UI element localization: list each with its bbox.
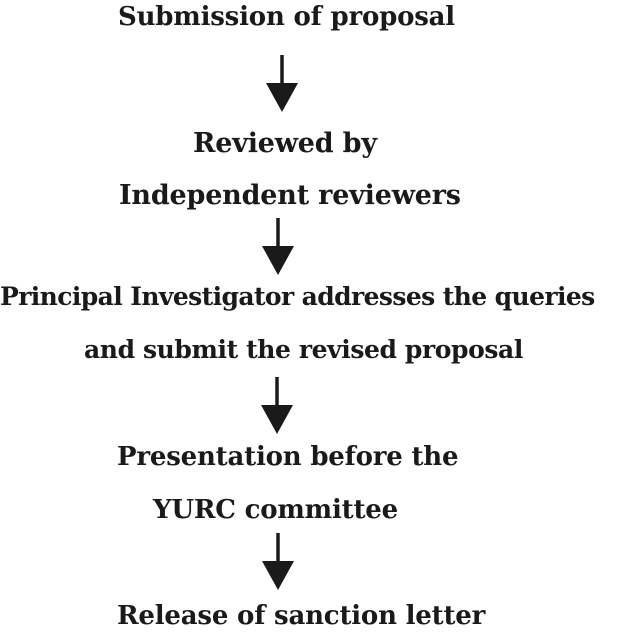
arrow-down-icon <box>266 55 298 112</box>
step-independent-reviewers: Independent reviewers <box>119 180 461 211</box>
arrow-down-3 <box>259 377 295 435</box>
step-principal-investigator-addresses-queries: Principal Investigator addresses the que… <box>0 282 595 311</box>
step-reviewed-by: Reviewed by <box>193 128 377 159</box>
step-submit-revised-proposal: and submit the revised proposal <box>84 335 523 364</box>
step-yurc-committee: YURC committee <box>153 495 398 525</box>
arrow-down-icon <box>261 377 293 434</box>
arrow-down-2 <box>260 218 296 276</box>
step-presentation-before-the: Presentation before the <box>117 442 459 472</box>
arrow-down-1 <box>264 55 300 113</box>
step-release-of-sanction-letter: Release of sanction letter <box>117 601 486 631</box>
step-submission-of-proposal: Submission of proposal <box>118 2 455 32</box>
arrow-down-icon <box>262 218 294 275</box>
arrow-down-4 <box>260 533 296 591</box>
arrow-down-icon <box>262 533 294 590</box>
